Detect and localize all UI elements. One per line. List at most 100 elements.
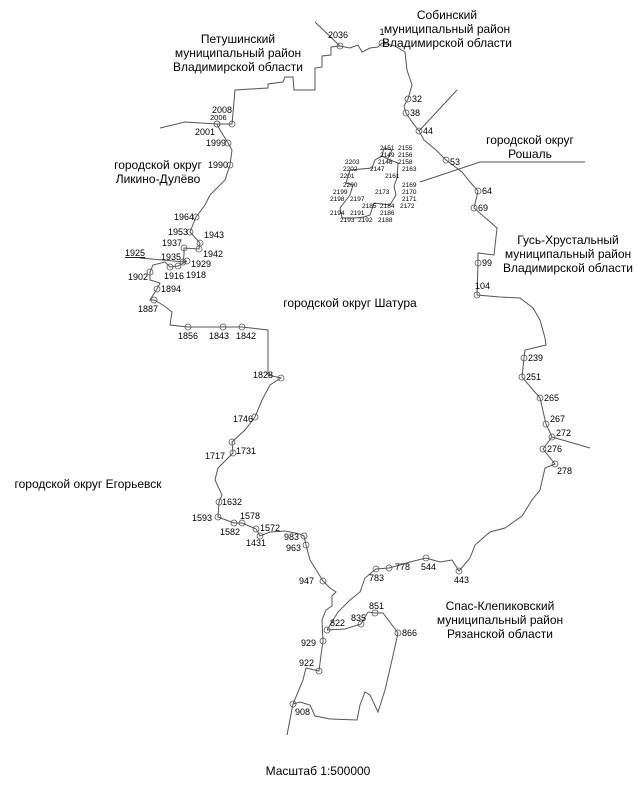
boundary-marker — [402, 109, 410, 117]
enclave-point-label: 2202 — [343, 166, 358, 173]
enclave-point-label: 2151 — [380, 145, 395, 152]
point-label: 1843 — [209, 331, 229, 341]
boundary-marker — [315, 667, 323, 675]
boundary-marker — [442, 156, 450, 164]
boundary-segment — [418, 89, 458, 132]
enclave-point-label: 2184 — [380, 203, 395, 210]
point-label: 983 — [284, 532, 299, 542]
point-label: 822 — [330, 618, 345, 628]
boundary-marker — [196, 239, 204, 247]
point-label: 908 — [295, 707, 310, 717]
point-label: 1916 — [164, 271, 184, 281]
enclave-point-label: 2170 — [402, 189, 417, 196]
boundary-marker — [192, 213, 200, 221]
point-label: 1942 — [203, 249, 223, 259]
point-label: 69 — [478, 203, 488, 213]
boundary-marker — [551, 460, 559, 468]
point-label: 544 — [421, 562, 436, 572]
boundary-marker — [228, 120, 236, 128]
boundary-marker — [166, 263, 174, 271]
boundary-marker — [323, 626, 331, 634]
point-label: 947 — [299, 576, 314, 586]
boundary-marker — [252, 525, 260, 533]
boundary-marker — [214, 513, 222, 521]
boundary-segment — [292, 611, 399, 721]
boundary-marker — [238, 519, 246, 527]
boundary-marker — [404, 95, 412, 103]
point-label: 267 — [550, 414, 565, 424]
boundary-marker — [229, 449, 237, 457]
boundary-marker — [277, 374, 285, 382]
boundary-marker — [251, 413, 259, 421]
point-label: 1887 — [138, 304, 158, 314]
point-label: 851 — [369, 601, 384, 611]
boundary-marker — [319, 577, 327, 585]
enclave-point-label: 2191 — [350, 210, 365, 217]
boundary-segment — [551, 436, 591, 449]
boundary-marker — [548, 433, 556, 441]
point-label: 1902 — [128, 272, 148, 282]
boundary-lines — [139, 21, 591, 736]
point-label: 239 — [528, 353, 543, 363]
point-label: 1943 — [204, 230, 224, 240]
enclave-point-label: 2172 — [400, 203, 415, 210]
point-label: 866 — [402, 628, 417, 638]
enclave-point-label: 2197 — [350, 196, 365, 203]
boundary-marker — [539, 445, 547, 453]
boundary-marker — [179, 258, 187, 266]
enclave-point-label: 2156 — [398, 152, 413, 159]
point-label: 38 — [410, 108, 420, 118]
point-label: 1828 — [253, 370, 273, 380]
point-label: 1937 — [162, 238, 182, 248]
point-label: 835 — [351, 613, 366, 623]
boundary-marker — [357, 620, 365, 628]
point-label: 2006 — [210, 113, 227, 122]
boundary-marker — [186, 228, 194, 236]
boundary-marker — [422, 554, 430, 562]
boundary-segment — [326, 42, 556, 631]
enclave-point-label: 2199 — [333, 189, 348, 196]
boundary-marker — [470, 204, 478, 212]
point-label: 1578 — [240, 511, 260, 521]
point-label: 1894 — [161, 284, 181, 294]
point-label: 1842 — [236, 331, 256, 341]
boundary-marker — [300, 532, 308, 540]
boundary-marker — [378, 39, 386, 47]
enclave-point-label: 2203 — [345, 159, 360, 166]
enclave-point-label: 2161 — [385, 173, 400, 180]
point-label: 1 — [379, 27, 384, 37]
point-label: 2008 — [212, 105, 232, 115]
boundary-marker — [230, 519, 238, 527]
boundary-marker — [518, 373, 526, 381]
point-label: 1572 — [260, 523, 280, 533]
boundary-markers — [146, 39, 559, 708]
point-label: 1582 — [220, 527, 240, 537]
enclave-point-label: 2193 — [340, 217, 355, 224]
boundary-marker — [336, 42, 344, 50]
point-label: 1856 — [178, 331, 198, 341]
point-label: 2001 — [195, 127, 215, 137]
boundary-marker — [228, 438, 236, 446]
enclave-point-label: 2188 — [378, 217, 393, 224]
point-label: 104 — [475, 281, 490, 291]
boundary-segment — [139, 257, 186, 263]
point-label: 53 — [450, 157, 460, 167]
enclave-point-label: 2192 — [358, 217, 373, 224]
point-label: 929 — [301, 638, 316, 648]
point-label: 1925 — [125, 248, 145, 258]
boundary-marker — [474, 187, 482, 195]
enclave-point-label: 2201 — [340, 173, 355, 180]
point-label: 1717 — [205, 451, 225, 461]
boundary-marker — [385, 564, 393, 572]
boundary-segment — [149, 45, 341, 736]
region-label-egoryevsk: городской округ Егорьевск — [14, 477, 162, 491]
boundary-marker — [473, 291, 481, 299]
